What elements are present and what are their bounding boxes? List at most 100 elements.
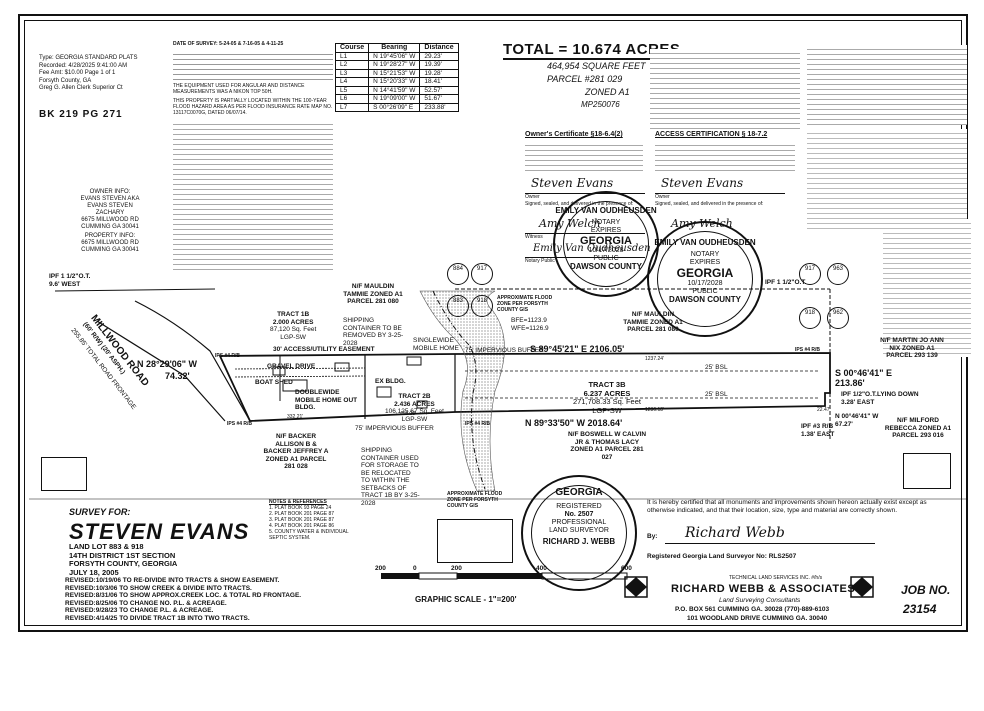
land-lot-number: 963 <box>832 266 843 272</box>
job-number-label: JOB NO. <box>901 583 951 597</box>
adjoiner-east: N/F MILFORD REBECCA ZONED A1 PARCEL 293 … <box>884 417 952 439</box>
recording-date: Recorded: 4/28/2025 9:41:00 AM <box>39 62 128 69</box>
owner-cert-text <box>525 141 643 171</box>
container2-label: SHIPPING CONTAINER USED FOR STORAGE TO B… <box>361 447 420 507</box>
distance-northwest: 74.32' <box>165 371 190 381</box>
road-edge-west <box>96 320 226 422</box>
bsl-label: 25' BSL <box>705 391 728 398</box>
distance-label: 1230.18' <box>645 407 665 413</box>
container-label: SHIPPING CONTAINER TO BE REMOVED BY 3-25… <box>343 317 404 347</box>
notes-references: NOTES & REFERENCES 1. PLAT BOOK 93 PAGE … <box>269 499 349 541</box>
revision-item: REVISED:9/28/23 TO CHANGE P.L. & ACREAGE… <box>65 607 214 615</box>
land-lot-number: 962 <box>832 310 843 316</box>
surveyor-note-block <box>807 45 967 125</box>
plat-inner-border: Type: GEORGIA STANDARD PLATS Recorded: 4… <box>24 20 971 626</box>
technical-services: TECHNICAL LAND SERVICES INC. #/h/s <box>729 575 823 581</box>
firm-logo-left-mark <box>625 577 647 597</box>
notes-conditions-block <box>807 129 967 229</box>
land-lot-number: 883 <box>452 298 463 304</box>
property-boundary <box>218 352 831 422</box>
container-shape <box>334 362 350 372</box>
adjoiner-southwest: N/F BACKER ALLISON B & BACKER JEFFREY A … <box>263 433 329 470</box>
land-lot-number: 917 <box>476 266 487 272</box>
distance-label: 1237.24' <box>645 356 665 362</box>
land-lot-number: 918 <box>804 310 815 316</box>
notes-text-block <box>173 120 333 270</box>
boat-shed-label: BOAT SHED <box>255 379 293 386</box>
revision-list: REVISED:10/19/06 TO RE-DIVIDE INTO TRACT… <box>65 577 301 623</box>
revision-item: REVISED:8/31/06 TO SHOW APPROX.CREEK LOC… <box>65 592 302 600</box>
ips-marker: IPS #4 R/B <box>795 347 821 353</box>
owner-line: EVANS STEVEN <box>87 203 133 209</box>
road-edge-east <box>134 300 251 422</box>
surveyor-signature: Richard Webb <box>685 525 785 541</box>
singlewide-label: SINGLEWIDE MOBILE HOME <box>413 337 459 352</box>
survey-dates: DATE OF SURVEY: 5-24-05 & 7-16-05 & 4-11… <box>173 41 284 47</box>
access-certificate-heading: ACCESS CERTIFICATION § 18-7.2 <box>655 131 768 138</box>
equipment-note: THE EQUIPMENT USED FOR ANGULAR AND DISTA… <box>173 83 305 95</box>
client-name: STEVEN EVANS <box>69 519 250 544</box>
revision-item: REVISED:10/3/06 TO SHOW CREEK & DIVIDE I… <box>65 584 252 592</box>
mp-number: MP250076 <box>581 100 620 109</box>
notary-seal-ring <box>657 231 753 327</box>
field-data-note <box>173 50 333 80</box>
flood-zone-label: APPROXIMATE FLOOD ZONE PER FORSYTH COUNT… <box>447 491 503 509</box>
plat-note-block <box>650 49 800 129</box>
adjoiner-north: N/F MAULDIN TAMMIE ZONED A1 PARCEL 281 0… <box>343 283 403 305</box>
owner-line: ZACHARY <box>95 210 125 216</box>
total-acres: TOTAL = 10.674 ACRES <box>503 41 681 60</box>
access-owner-signature: Steven Evans <box>661 176 744 190</box>
access-cert-text <box>655 141 795 171</box>
surveyor-seal-ring <box>531 485 627 581</box>
by-label: By: <box>647 533 658 540</box>
bfe-label: BFE=1123.9 <box>511 317 547 324</box>
firm-address-2: 101 WOODLAND DRIVE CUMMING GA. 30040 <box>687 615 828 622</box>
owner-heading: OWNER INFO: <box>89 189 131 195</box>
scale-tick: 200 <box>451 565 462 572</box>
north-line-bearing: S 89°45'21" E 2106.05' <box>530 344 625 354</box>
property-heading: PROPERTY INFO: <box>84 233 136 239</box>
registration-number: Registered Georgia Land Surveyor No: RLS… <box>647 553 797 560</box>
land-lot-marker: 883 <box>447 295 469 317</box>
ips-marker: IPS #4 R/B <box>465 421 491 427</box>
land-lot-marker: 918 <box>471 295 493 317</box>
surveyor-certification: It is hereby certified that all monument… <box>647 499 927 514</box>
ipf-northwest: IPF 1 1/2"O.T.9.6' WEST <box>49 273 91 288</box>
ips-marker: IPS #4 R/B <box>215 353 241 359</box>
access-signed-line: Signed, sealed, and delivered in the pre… <box>655 201 764 207</box>
graphic-scale-label: GRAPHIC SCALE - 1"=200' <box>415 595 517 604</box>
boat-shed-shape <box>272 366 286 376</box>
notary-seal-ring <box>563 201 649 287</box>
surveyor-seal: GEORGIA REGISTERED No. 2507 PROFESSIONAL… <box>521 475 637 591</box>
owner-label: Owner <box>525 193 645 200</box>
scale-tick: 0 <box>413 565 417 572</box>
north-line-west <box>54 288 216 292</box>
land-lot-marker: 917 <box>799 263 821 285</box>
owner-line: EVANS STEVEN AKA <box>80 196 140 202</box>
firm-logo-right-mark <box>851 577 873 597</box>
wfe-label: WFE=1126.9 <box>511 325 549 332</box>
container2-shape <box>416 400 428 409</box>
owner-info: OWNER INFO: EVANS STEVEN AKA EVANS STEVE… <box>65 189 155 254</box>
scale-tick: 600 <box>621 565 632 572</box>
distance-label: 458.28' <box>400 411 417 417</box>
owner-line: 6675 MILLWOOD RD <box>81 217 139 223</box>
plat-drawing <box>29 288 967 598</box>
table-cell: S 00°26'09" E <box>368 102 421 112</box>
plat-sheet: Type: GEORGIA STANDARD PLATS Recorded: 4… <box>18 14 971 632</box>
job-number: 23154 <box>903 602 937 616</box>
doublewide-label: DOUBLEWIDE MOBILE HOME OUT BLDG. <box>295 389 358 411</box>
owner-signature: Steven Evans <box>531 176 614 190</box>
stamp-right <box>903 453 951 489</box>
scale-segment <box>418 572 458 580</box>
recording-stamp: Type: GEORGIA STANDARD PLATS Recorded: 4… <box>39 55 149 93</box>
land-lot-marker: 962 <box>827 307 849 329</box>
scale-segment <box>457 573 542 579</box>
survey-for-label: SURVEY FOR: <box>69 507 131 517</box>
